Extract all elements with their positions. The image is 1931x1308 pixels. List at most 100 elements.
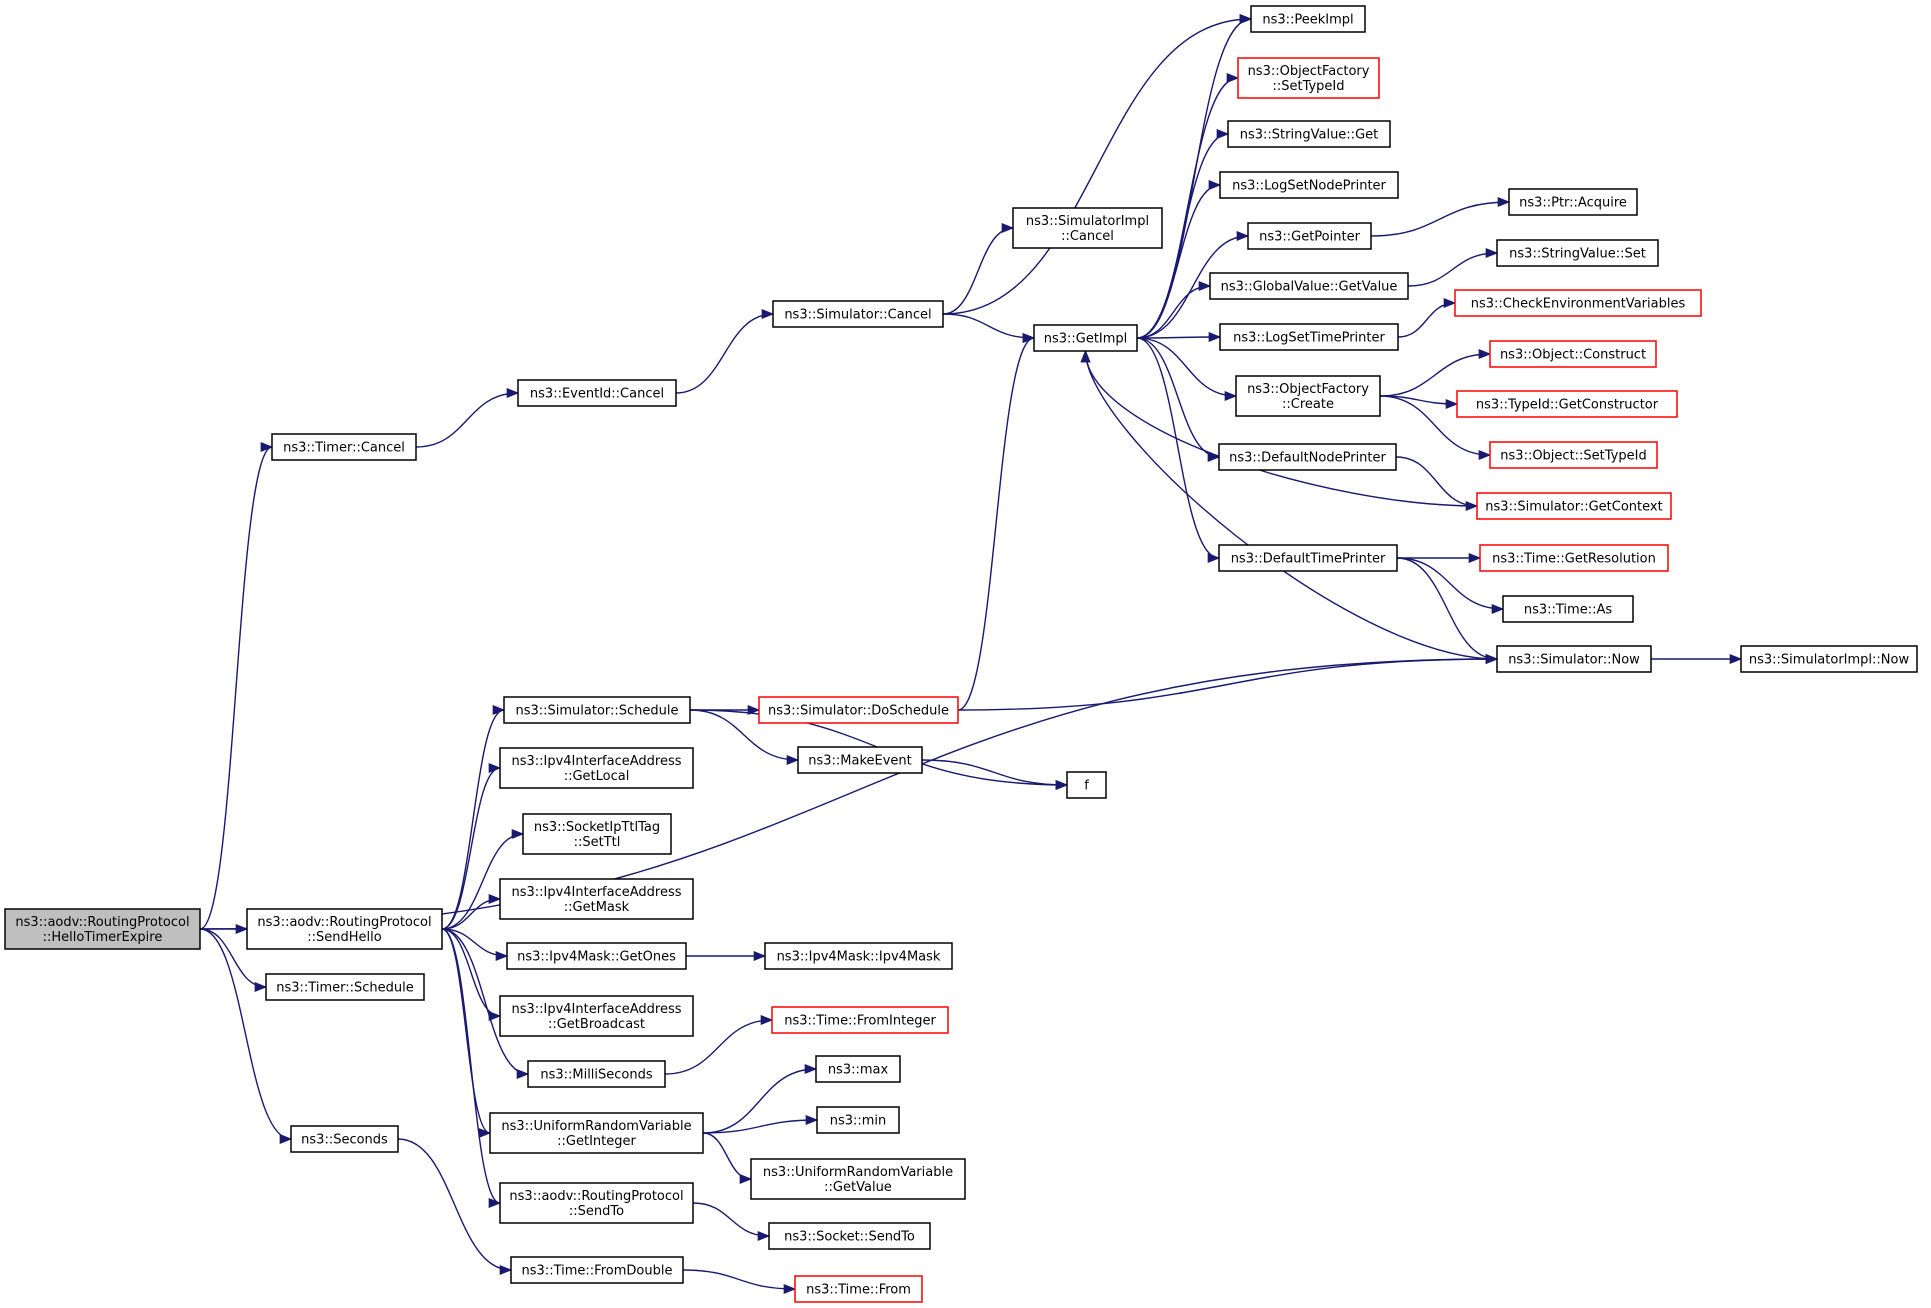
- node-label: ns3::Object::Construct: [1500, 348, 1646, 363]
- node-label: ns3::ObjectFactory: [1248, 64, 1370, 79]
- node-of-create[interactable]: ns3::ObjectFactory::Create: [1235, 375, 1381, 417]
- node-box: [1489, 340, 1657, 368]
- node-urv-getvalue[interactable]: ns3::UniformRandomVariable::GetValue: [750, 1158, 966, 1200]
- node-label: ns3::LogSetNodePrinter: [1232, 179, 1386, 194]
- node-of-settypeid[interactable]: ns3::ObjectFactory::SetTypeId: [1237, 57, 1380, 99]
- node-simimpl-now[interactable]: ns3::SimulatorImpl::Now: [1740, 645, 1918, 673]
- node-label: ::SendHello: [307, 930, 381, 945]
- node-box: [271, 433, 417, 461]
- node-label: ns3::SocketIpTtlTag: [534, 820, 660, 835]
- node-ptr-acquire[interactable]: ns3::Ptr::Acquire: [1508, 188, 1638, 216]
- node-f[interactable]: f: [1066, 771, 1107, 799]
- node-stringvalue-get[interactable]: ns3::StringValue::Get: [1227, 120, 1391, 148]
- node-time-fromdouble[interactable]: ns3::Time::FromDouble: [510, 1256, 684, 1284]
- node-sim-now[interactable]: ns3::Simulator::Now: [1496, 645, 1652, 673]
- node-time-from[interactable]: ns3::Time::From: [794, 1275, 923, 1303]
- node-logsettimeprinter[interactable]: ns3::LogSetTimePrinter: [1219, 323, 1399, 351]
- node-box: [815, 1055, 901, 1083]
- node-peekimpl[interactable]: ns3::PeekImpl: [1250, 5, 1366, 33]
- node-box: [1235, 375, 1381, 417]
- node-box: [1508, 188, 1638, 216]
- edge-getimpl-to-defaulttimeprinter: [1136, 337, 1221, 563]
- node-label: ::HelloTimerExpire: [43, 930, 163, 945]
- node-ipv4mask-getones[interactable]: ns3::Ipv4Mask::GetOnes: [506, 942, 687, 970]
- node-box: [1496, 239, 1659, 267]
- node-label: ns3::Ipv4InterfaceAddress: [511, 885, 681, 900]
- node-obj-settypeid[interactable]: ns3::Object::SetTypeId: [1489, 441, 1658, 469]
- node-sendhello[interactable]: ns3::aodv::RoutingProtocol::SendHello: [246, 908, 443, 950]
- node-label: ::Create: [1282, 397, 1334, 412]
- node-label: ::SetTtl: [574, 835, 621, 850]
- node-box: [1456, 390, 1678, 418]
- node-label: ns3::DefaultNodePrinter: [1229, 451, 1386, 466]
- edge-urv-getinteger-to-max: [702, 1063, 818, 1134]
- edge-defaultnodeprinter-to-sim-getcontext: [1395, 456, 1479, 512]
- node-box: [499, 878, 694, 920]
- node-ipv4ia-getbroadcast[interactable]: ns3::Ipv4InterfaceAddress::GetBroadcast: [499, 995, 694, 1037]
- node-box: [517, 379, 677, 407]
- edge-sendhello-to-ipv4ia-getlocal: [441, 763, 502, 930]
- node-box: [499, 995, 694, 1037]
- node-time-frominteger[interactable]: ns3::Time::FromInteger: [771, 1006, 949, 1034]
- node-sim-schedule[interactable]: ns3::Simulator::Schedule: [503, 696, 691, 724]
- node-timer-schedule[interactable]: ns3::Timer::Schedule: [265, 973, 425, 1001]
- node-time-getresolution[interactable]: ns3::Time::GetResolution: [1479, 544, 1669, 572]
- node-box: [1218, 544, 1398, 572]
- node-ipv4ia-getmask[interactable]: ns3::Ipv4InterfaceAddress::GetMask: [499, 878, 694, 920]
- edge-root-to-sim-now: [199, 653, 1499, 930]
- node-max[interactable]: ns3::max: [815, 1055, 901, 1083]
- node-makeevent[interactable]: ns3::MakeEvent: [797, 746, 923, 774]
- edge-seconds-to-time-fromdouble: [397, 1138, 513, 1276]
- node-label: ns3::Socket::SendTo: [784, 1230, 915, 1245]
- node-box: [265, 973, 425, 1001]
- node-ipv4mask-ctor[interactable]: ns3::Ipv4Mask::Ipv4Mask: [764, 942, 953, 970]
- node-box: [1227, 120, 1391, 148]
- node-timer-cancel[interactable]: ns3::Timer::Cancel: [271, 433, 417, 461]
- node-milliseconds[interactable]: ns3::MilliSeconds: [527, 1060, 666, 1088]
- node-gv-getvalue[interactable]: ns3::GlobalValue::GetValue: [1209, 272, 1409, 300]
- node-ipv4ia-getlocal[interactable]: ns3::Ipv4InterfaceAddress::GetLocal: [499, 747, 694, 789]
- node-sim-doschedule[interactable]: ns3::Simulator::DoSchedule: [758, 696, 959, 724]
- node-box: [499, 747, 694, 789]
- node-checkenv[interactable]: ns3::CheckEnvironmentVariables: [1454, 289, 1702, 317]
- node-seconds[interactable]: ns3::Seconds: [290, 1125, 399, 1153]
- node-label: ns3::Ipv4Mask::GetOnes: [517, 950, 676, 965]
- edge-time-fromdouble-to-time-from: [682, 1269, 797, 1295]
- node-time-as[interactable]: ns3::Time::As: [1502, 595, 1634, 623]
- node-label: ::GetBroadcast: [548, 1017, 645, 1032]
- node-typeid-getctor[interactable]: ns3::TypeId::GetConstructor: [1456, 390, 1678, 418]
- node-sim-getcontext[interactable]: ns3::Simulator::GetContext: [1476, 492, 1672, 520]
- node-eventid-cancel[interactable]: ns3::EventId::Cancel: [517, 379, 677, 407]
- node-label: ns3::Simulator::GetContext: [1485, 500, 1662, 515]
- node-obj-construct[interactable]: ns3::Object::Construct: [1489, 340, 1657, 368]
- node-label: ::SendTo: [569, 1204, 624, 1219]
- node-box: [1247, 222, 1372, 250]
- node-getimpl[interactable]: ns3::GetImpl: [1033, 324, 1138, 352]
- node-label: ns3::Object::SetTypeId: [1500, 449, 1646, 464]
- edge-getimpl-to-defaultnodeprinter: [1136, 337, 1221, 463]
- node-box: [1033, 324, 1138, 352]
- node-logsetnodeprinter[interactable]: ns3::LogSetNodePrinter: [1219, 171, 1399, 199]
- edge-gv-getvalue-to-stringvalue-set: [1407, 247, 1499, 287]
- edge-layer: [199, 13, 1743, 1295]
- node-sendto[interactable]: ns3::aodv::RoutingProtocol::SendTo: [499, 1182, 694, 1224]
- node-defaultnodeprinter[interactable]: ns3::DefaultNodePrinter: [1218, 443, 1397, 471]
- node-box: [4, 908, 201, 950]
- node-label: ns3::ObjectFactory: [1247, 382, 1369, 397]
- node-getpointer[interactable]: ns3::GetPointer: [1247, 222, 1372, 250]
- node-label: ns3::Time::FromDouble: [522, 1264, 673, 1279]
- node-stringvalue-set[interactable]: ns3::StringValue::Set: [1496, 239, 1659, 267]
- node-label: ns3::Time::As: [1524, 603, 1613, 618]
- node-simimpl-cancel[interactable]: ns3::SimulatorImpl::Cancel: [1012, 207, 1163, 249]
- node-sockipttl-setttl[interactable]: ns3::SocketIpTtlTag::SetTtl: [522, 813, 672, 855]
- node-urv-getinteger[interactable]: ns3::UniformRandomVariable::GetInteger: [489, 1112, 704, 1154]
- node-sim-cancel[interactable]: ns3::Simulator::Cancel: [772, 300, 944, 328]
- node-socket-sendto[interactable]: ns3::Socket::SendTo: [768, 1222, 931, 1250]
- node-defaulttimeprinter[interactable]: ns3::DefaultTimePrinter: [1218, 544, 1398, 572]
- node-box: [1218, 443, 1397, 471]
- edge-defaulttimeprinter-to-sim-now: [1396, 557, 1499, 665]
- node-min[interactable]: ns3::min: [816, 1106, 900, 1134]
- node-root[interactable]: ns3::aodv::RoutingProtocol::HelloTimerEx…: [4, 908, 201, 950]
- node-layer: ns3::aodv::RoutingProtocol::HelloTimerEx…: [4, 5, 1918, 1303]
